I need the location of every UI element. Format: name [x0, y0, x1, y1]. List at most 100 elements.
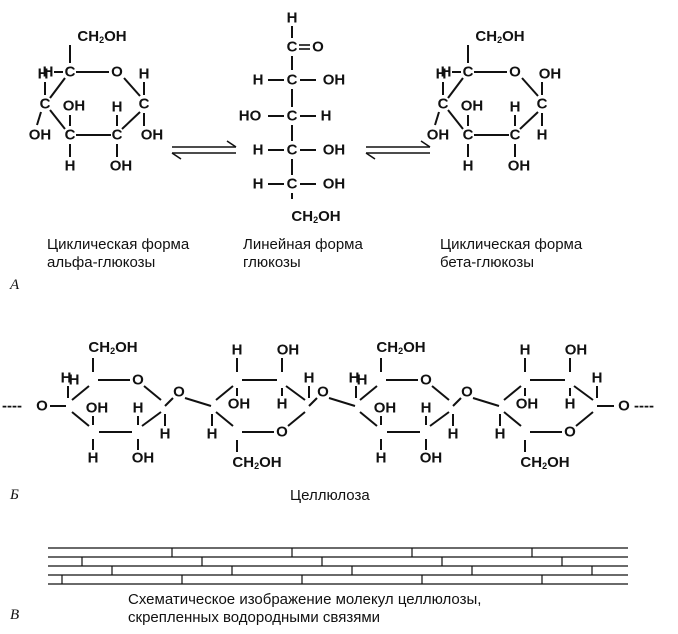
linear-right-4: OH — [323, 142, 346, 159]
equilibrium-arrows-right-bottom-head — [365, 152, 376, 160]
beta-bond-c3-c4 — [447, 109, 464, 130]
alpha-bond-c4-oh — [36, 111, 42, 126]
cellulose-unit-2-c2-h: H — [232, 342, 243, 359]
alpha-c2-oh: OH — [110, 158, 133, 175]
glycosidic-bond-a-1 — [164, 397, 174, 407]
beta-c3-h: H — [463, 158, 474, 175]
cellulose-unit-3-c5-h: H — [357, 372, 368, 389]
cellulose-unit-4-c4-h: H — [592, 370, 603, 387]
cellulose-unit-1-c3-oh: OH — [86, 400, 109, 417]
equilibrium-arrows-left-bottom-head — [171, 152, 182, 160]
cellulose-unit-4-ring-o: O — [564, 424, 576, 441]
schematic-caption-line1: Схематическое изображение молекул целлюл… — [128, 591, 482, 608]
alpha-c5-h: H — [43, 64, 54, 81]
alpha-glucose-caption-line1: Циклическая форма — [47, 236, 190, 253]
cellulose-unit-2-c1-h: H — [207, 426, 218, 443]
cellulose-chain-end-left: ---- — [2, 398, 22, 415]
linear-c1-h: H — [287, 10, 298, 27]
cellulose-unit-4-bond-l-tl — [503, 385, 522, 401]
cellulose-unit-1-bond-o-r — [143, 385, 162, 401]
linear-c1-o: O — [312, 39, 324, 56]
cellulose-unit-4-c3-h: H — [565, 396, 576, 413]
equilibrium-arrows-left-top-head — [226, 140, 237, 148]
section-a-letter: А — [10, 277, 20, 293]
linear-right-2: OH — [323, 72, 346, 89]
beta-c3-oh: OH — [461, 98, 484, 115]
cellulose-unit-2-c3-h: H — [277, 396, 288, 413]
cellulose-terminal-o-left: O — [36, 398, 48, 415]
cellulose-terminal-o-right: O — [618, 398, 630, 415]
linear-left-4: H — [253, 142, 264, 159]
linear-left-3: HO — [239, 108, 262, 125]
alpha-bond-c4-c5 — [49, 77, 66, 99]
cellulose-unit-4-c3-oh: OH — [565, 342, 588, 359]
cellulose-unit-4-c2-oh: OH — [516, 396, 539, 413]
cellulose-unit-3-bond-bl-l — [359, 411, 378, 427]
linear-c3: C — [287, 108, 298, 125]
cellulose-unit-3-c2-h: H — [421, 400, 432, 417]
alpha-c4-h: H — [38, 66, 49, 83]
cellulose-unit-2-ring-o: O — [276, 424, 288, 441]
beta-c3: C — [463, 127, 474, 144]
beta-bond-c4-oh — [434, 111, 440, 126]
alpha-c2: C — [112, 127, 123, 144]
alpha-c1: C — [139, 96, 150, 113]
section-b-letter: Б — [10, 487, 19, 503]
schematic-caption-line2: скрепленных водородными связями — [128, 609, 381, 626]
cellulose-unit-2-ch2oh: CH2OH — [232, 454, 281, 472]
equilibrium-arrows-right-top-head — [420, 140, 431, 148]
cellulose-unit-2-c2-oh: OH — [228, 396, 251, 413]
beta-glucose-caption-line1: Циклическая форма — [440, 236, 583, 253]
beta-c1-oh: OH — [539, 66, 562, 83]
glycosidic-o-2: O — [317, 384, 329, 401]
alpha-c4-oh: OH — [29, 127, 52, 144]
linear-glucose-caption-line1: Линейная форма — [243, 236, 363, 253]
cellulose-unit-1-bond-l-tl — [71, 385, 90, 401]
beta-bond-c4-c5 — [447, 77, 464, 99]
cellulose-unit-3-c4-h: H — [349, 370, 360, 387]
cellulose-unit-1-c3-h: H — [88, 450, 99, 467]
glycosidic-o-3: O — [461, 384, 473, 401]
beta-ring-o: O — [509, 64, 521, 81]
beta-c2: C — [510, 127, 521, 144]
linear-c2: C — [287, 72, 298, 89]
alpha-c2-h: H — [112, 99, 123, 116]
cellulose-unit-3-ch2oh: CH2OH — [376, 339, 425, 357]
beta-c5-h: H — [441, 64, 452, 81]
alpha-c3-oh: OH — [63, 98, 86, 115]
beta-bond-c1-c2 — [519, 111, 539, 130]
linear-right-3: H — [321, 108, 332, 125]
linear-c4: C — [287, 142, 298, 159]
linear-ch2oh: CH2OH — [291, 208, 340, 226]
glycosidic-bond-b-2 — [328, 397, 356, 407]
beta-c4-h: H — [436, 66, 447, 83]
cellulose-unit-4-ch2oh: CH2OH — [520, 454, 569, 472]
linear-left-5: H — [253, 176, 264, 193]
alpha-c1-oh: OH — [141, 127, 164, 144]
glycosidic-bond-b-1 — [184, 397, 212, 407]
cellulose-unit-1-c1-h: H — [160, 426, 171, 443]
alpha-bond-c1-c2 — [121, 111, 141, 130]
cellulose-unit-2-bond-l-tl — [215, 385, 234, 401]
glycosidic-bond-a-2 — [308, 397, 318, 407]
cellulose-unit-3-bond-r-br — [429, 411, 450, 427]
cellulose-unit-2-bond-bl-l — [215, 411, 234, 427]
alpha-c1-h: H — [139, 66, 150, 83]
cellulose-unit-1-ch2oh: CH2OH — [88, 339, 137, 357]
cellulose-unit-1-c2-oh: OH — [132, 450, 155, 467]
cellulose-unit-3-bond-l-tl — [359, 385, 378, 401]
cellulose-unit-3-c3-oh: OH — [374, 400, 397, 417]
cellulose-unit-1-c5-h: H — [69, 372, 80, 389]
beta-glucose-caption-line2: бета-глюкозы — [440, 254, 535, 271]
alpha-c5: C — [65, 64, 76, 81]
cellulose-unit-4-c1-h: H — [495, 426, 506, 443]
alpha-bond-c3-c4 — [49, 109, 66, 130]
cellulose-unit-4-bond-tr-r — [573, 385, 594, 401]
cellulose-unit-2-c4-h: H — [304, 370, 315, 387]
cellulose-unit-3-ring-o: O — [420, 372, 432, 389]
linear-right-5: OH — [323, 176, 346, 193]
cellulose-unit-3-bond-o-r — [431, 385, 450, 401]
beta-c1-h: H — [537, 127, 548, 144]
